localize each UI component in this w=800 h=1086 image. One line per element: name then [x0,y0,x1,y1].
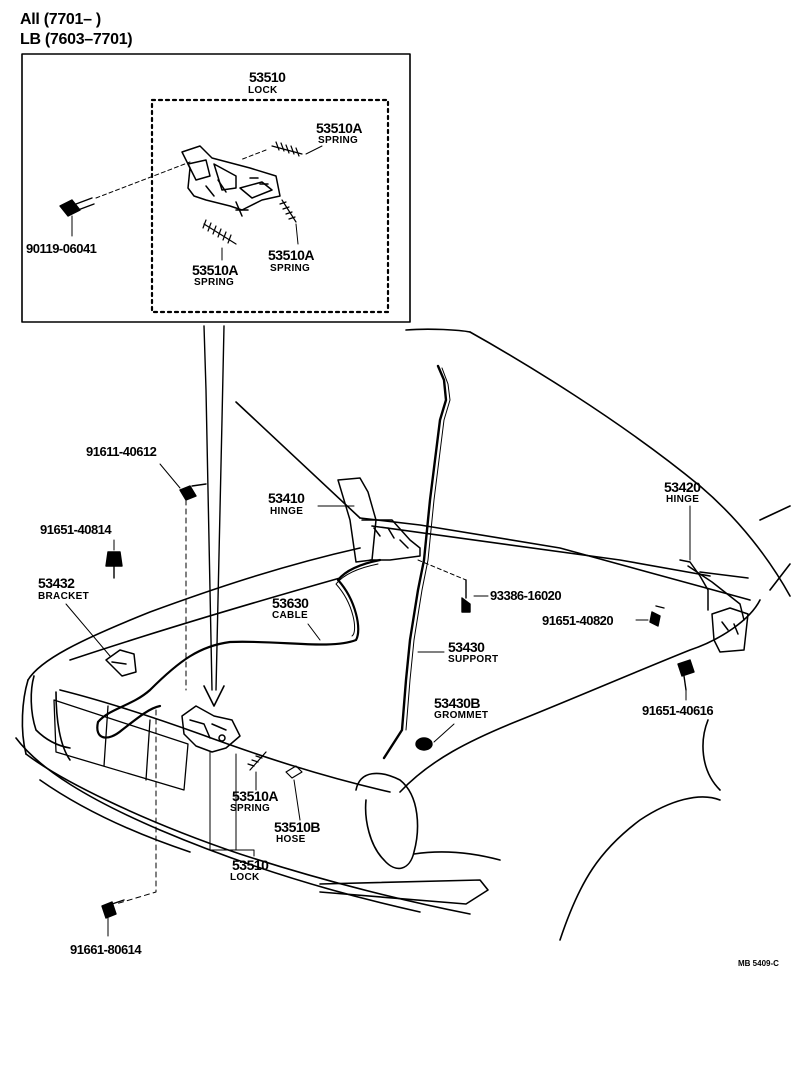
leader-bolt-93386 [417,559,467,581]
bolt-91611-icon [179,483,207,501]
hood-outline [235,328,791,601]
inset-lock-dashed-frame [150,98,390,314]
label-bracket-number: 53432 [38,575,75,591]
car-body-outline [15,547,761,941]
bracket-icon [105,649,137,677]
label-support-name: SUPPORT [448,654,499,665]
inset-lock-icon [181,145,281,217]
label-grommet-number: 53430B [434,695,481,711]
support-rod-inner [405,367,451,731]
label-lock-lower-number: 53510 [232,857,269,873]
inset-frame [21,53,411,323]
grille-icon [53,699,189,791]
bolt-91651-40820-icon [649,605,665,627]
leader-bracket [65,603,111,657]
label-hinge-right-number: 53420 [664,479,701,495]
inset-spring-left-number: 53510A [192,262,239,278]
bolt-93386-icon [461,579,471,613]
label-hose-number: 53510B [274,819,321,835]
lock-lower-spring-icon [247,751,267,771]
label-hinge-left-name: HINGE [270,506,304,517]
support-rod [382,364,448,760]
label-hinge-left-number: 53410 [268,490,305,506]
drawing-code: MB 5409-C [738,959,779,968]
inset-leader-spring-right [295,223,299,245]
clip-91651-40814-icon [105,551,123,579]
inset-spring-top-number: 53510A [316,120,363,136]
leader-cable [307,623,321,641]
label-support-number: 53430 [448,639,485,655]
label-cable-name: CABLE [272,610,308,621]
hose-icon [285,765,303,779]
inset-lock-name: LOCK [248,85,278,96]
inset-spring-right-name: SPRING [270,263,311,274]
cable-inner [335,563,379,637]
inset-lock-number: 53510 [249,69,286,85]
header-line-1: All (7701– ) [20,11,101,28]
grommet-icon [415,737,433,751]
inset-leader-spring-top-label [305,145,323,155]
bolt-91651-40616-icon [677,659,695,691]
label-spring-lower-name: SPRING [230,803,271,814]
label-spring-lower-number: 53510A [232,788,279,804]
label-bolt-93386: 93386-16020 [490,588,562,603]
leader-grommet [433,723,455,743]
label-bolt-91611: 91611-40612 [86,444,157,459]
bolt-91661-dashed-line [115,709,157,905]
label-hinge-right-name: HINGE [666,494,700,505]
inset-spring-icons [202,141,303,245]
lock-lower-icon [181,705,241,753]
inset-spring-right-number: 53510A [268,247,315,263]
inset-bolt-icon [59,197,95,217]
header-line-2: LB (7603–7701) [20,31,133,48]
leader-bolt-91611 [159,463,181,489]
inset-arrow-head [203,685,225,707]
label-grommet-name: GROMMET [434,710,489,721]
hinge-right-icon [679,559,749,653]
bolt-91661-icon [101,899,125,919]
label-bracket-name: BRACKET [38,591,89,602]
label-bolt-91661: 91661-80614 [70,942,142,957]
label-cable-number: 53630 [272,595,309,611]
label-bolt-91651-40616: 91651-40616 [642,703,714,718]
label-bolt-91651-40820: 91651-40820 [542,613,614,628]
inset-spring-left-name: SPRING [194,277,235,288]
cable-path [96,558,382,739]
hinge-left-icon [337,477,421,563]
leader-lock-lower [209,751,255,857]
label-lock-lower-name: LOCK [230,872,260,883]
inset-leader-spring-top [239,149,267,161]
inset-leader-bolt [95,161,191,199]
label-clip-91651-40814: 91651-40814 [40,522,112,537]
inset-bolt-number: 90119-06041 [26,241,97,256]
leader-hose [293,779,301,821]
inset-to-lock-arrow [203,325,225,691]
inset-spring-top-name: SPRING [318,135,359,146]
label-hose-name: HOSE [276,834,306,845]
